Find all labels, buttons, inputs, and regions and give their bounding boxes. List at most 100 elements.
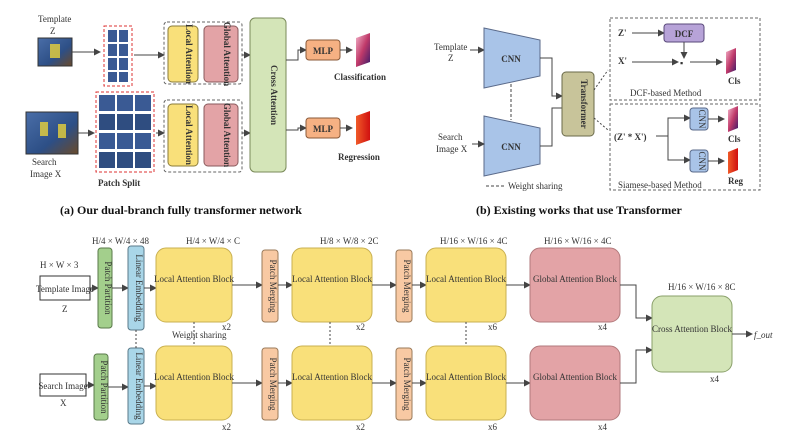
svg-text:CNN: CNN	[501, 54, 521, 64]
c-local-block-s1-top	[155, 247, 233, 323]
svg-text:Local Attention Block: Local Attention Block	[292, 274, 372, 284]
svg-text:x4: x4	[598, 322, 608, 332]
svg-text:x2: x2	[222, 422, 231, 432]
svg-text:Cls: Cls	[728, 76, 741, 86]
a-regression-label: Regression	[338, 152, 380, 162]
c-search-var: X	[60, 398, 67, 408]
b-template-label: Template	[434, 42, 467, 52]
panel-c: H × W × 3 Template Image Z Search Image …	[36, 236, 773, 432]
a-global-attention-top	[203, 25, 239, 83]
a-search-var: Image X	[30, 169, 62, 179]
svg-text:Local Attention Block: Local Attention Block	[426, 274, 506, 284]
b-weight-sharing: Weight sharing	[508, 181, 563, 191]
svg-text:▪: ▪	[680, 58, 683, 68]
svg-text:X': X'	[618, 56, 627, 66]
svg-text:x4: x4	[598, 422, 608, 432]
a-caption: (a) Our dual-branch fully transformer ne…	[60, 203, 302, 217]
c-weight-sharing: Weight sharing	[172, 330, 227, 340]
a-template-var: Z	[50, 26, 56, 36]
b-template-var: Z	[448, 53, 454, 63]
svg-text:Local Attention Block: Local Attention Block	[154, 372, 234, 382]
svg-text:Local Attention: Local Attention	[184, 24, 194, 84]
c-patch-merging-2-bottom	[395, 347, 413, 421]
c-global-block-top	[529, 247, 621, 323]
c-global-block-bottom	[529, 345, 621, 421]
svg-text:Local Attention: Local Attention	[184, 105, 194, 165]
b-cnn-bottom	[483, 115, 541, 177]
svg-text:Cross Attention Block: Cross Attention Block	[652, 324, 733, 334]
svg-text:x2: x2	[356, 322, 365, 332]
c-template-var: Z	[62, 304, 68, 314]
svg-text:Cls: Cls	[728, 134, 741, 144]
a-template-target	[50, 44, 60, 58]
a-classification-map	[356, 33, 370, 67]
svg-text:x2: x2	[356, 422, 365, 432]
b-search-var: Image X	[436, 144, 468, 154]
c-cross-attention-block	[651, 295, 733, 373]
svg-text:Local Attention Block: Local Attention Block	[154, 274, 234, 284]
svg-text:Patch Merging: Patch Merging	[268, 259, 278, 313]
svg-text:Transformer: Transformer	[579, 79, 589, 128]
svg-text:x4: x4	[710, 374, 720, 384]
c-local-block-s2-top	[291, 247, 373, 323]
svg-text:Linear Embedding: Linear Embedding	[134, 254, 144, 322]
svg-text:Global Attention Block: Global Attention Block	[533, 274, 617, 284]
b-caption: (b) Existing works that use Transformer	[476, 203, 683, 217]
svg-text:Template Image: Template Image	[36, 284, 94, 294]
a-local-attention-bottom	[167, 103, 199, 167]
c-dim5: H/16 × W/16 × 4C	[544, 236, 612, 246]
svg-text:Global Attention: Global Attention	[222, 22, 232, 86]
b-search-label: Search	[438, 132, 463, 142]
a-search-image	[25, 111, 79, 155]
a-search-label: Search	[32, 157, 57, 167]
b-dcf-method-label: DCF-based Method	[630, 88, 702, 98]
c-dim6: H/16 × W/16 × 8C	[668, 282, 736, 292]
b-siamese-method-label: Siamese-based Method	[618, 180, 702, 190]
svg-text:Search Image: Search Image	[38, 381, 87, 391]
svg-text:Reg: Reg	[728, 176, 743, 186]
c-input-dim: H × W × 3	[40, 260, 79, 270]
a-search-patches	[95, 91, 155, 173]
a-cross-attention	[249, 17, 287, 173]
c-patch-merging-2-top	[395, 249, 413, 323]
c-dim3: H/8 × W/8 × 2C	[320, 236, 379, 246]
svg-text:Local Attention Block: Local Attention Block	[292, 372, 372, 382]
svg-text:Global Attention Block: Global Attention Block	[533, 372, 617, 382]
c-template-box	[39, 275, 91, 301]
svg-text:Patch Partition: Patch Partition	[99, 360, 109, 414]
svg-text:Global Attention: Global Attention	[222, 103, 232, 167]
c-dim4: H/16 × W/16 × 4C	[440, 236, 508, 246]
panel-a: Template Z Search Image X Patch Split	[25, 14, 386, 217]
svg-text:x2: x2	[222, 322, 231, 332]
svg-text:MLP: MLP	[313, 124, 333, 134]
svg-text:CNN: CNN	[501, 142, 521, 152]
c-local-block-s3-top	[425, 247, 507, 323]
c-local-block-s3-bottom	[425, 345, 507, 421]
c-patch-merging-1-top	[261, 249, 279, 323]
c-dim1: H/4 × W/4 × 48	[92, 236, 149, 246]
a-classification-label: Classification	[334, 72, 386, 82]
c-local-block-s2-bottom	[291, 345, 373, 421]
svg-text:(Z' * X'): (Z' * X')	[614, 132, 647, 142]
svg-text:Z': Z'	[618, 28, 627, 38]
a-template-patches	[103, 25, 133, 87]
panel-b: Template Z CNN CNN Search Image X Transf…	[434, 17, 761, 217]
svg-text:DCF: DCF	[675, 29, 694, 39]
svg-text:x6: x6	[488, 322, 498, 332]
svg-text:Patch Merging: Patch Merging	[402, 357, 412, 411]
svg-text:Patch Merging: Patch Merging	[402, 259, 412, 313]
svg-text:Patch Merging: Patch Merging	[268, 357, 278, 411]
svg-text:Cross Attention: Cross Attention	[269, 65, 279, 125]
a-local-attention-top	[167, 25, 199, 83]
svg-text:MLP: MLP	[313, 46, 333, 56]
c-output: f_out	[754, 330, 773, 340]
b-siamese-group	[609, 103, 761, 191]
a-global-attention-bottom	[203, 103, 239, 167]
svg-text:Linear Embedding: Linear Embedding	[134, 352, 144, 420]
svg-text:Local Attention Block: Local Attention Block	[426, 372, 506, 382]
svg-text:x6: x6	[488, 422, 498, 432]
a-patch-split-label: Patch Split	[98, 178, 140, 188]
c-dim2: H/4 × W/4 × C	[186, 236, 240, 246]
b-dcf-group	[609, 17, 761, 101]
